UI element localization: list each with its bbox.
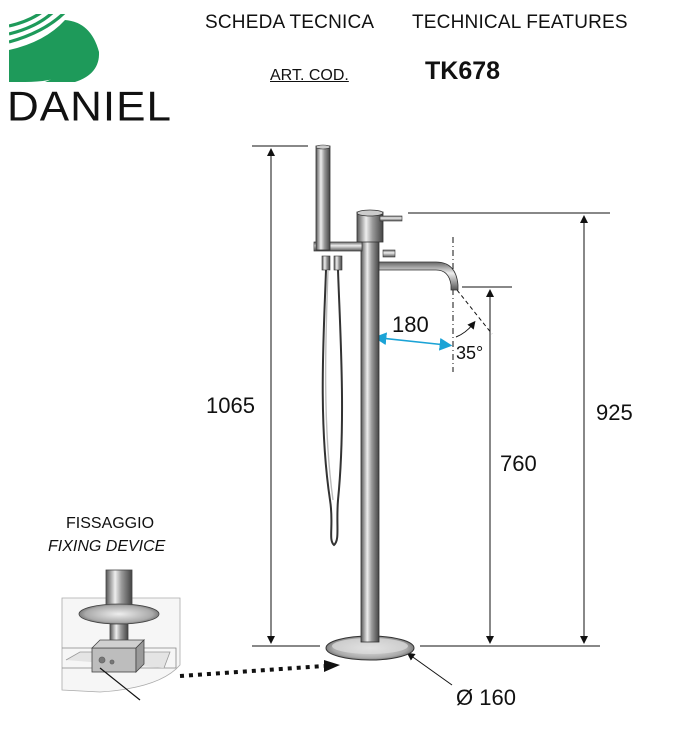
shower-hose (321, 269, 344, 547)
title-italian: SCHEDA TECNICA (205, 12, 375, 33)
title-english: TECHNICAL FEATURES (412, 12, 628, 33)
dim-spout-height: 925 (596, 400, 633, 425)
article-code: TK678 (425, 57, 501, 85)
dim-base-diameter: Ø 160 (456, 685, 516, 710)
fixing-pointer-arrow (179, 664, 325, 678)
spout (378, 261, 459, 291)
mixer-lever (379, 215, 403, 222)
dim-spout-angle: 35° (456, 343, 484, 363)
fixing-device-illustration (61, 569, 181, 701)
main-column (360, 231, 380, 643)
reach-dimension-line (373, 332, 453, 351)
hand-shower (315, 145, 331, 251)
dim-total-height: 1065 (206, 393, 255, 418)
fixing-label-english: FIXING DEVICE (48, 538, 166, 555)
dim-outlet-height: 760 (500, 451, 537, 476)
brand-name: DANIEL (7, 83, 172, 130)
brand-logo: DANIEL (5, 12, 195, 130)
article-code-label: ART. COD. (270, 67, 349, 84)
fixing-label-italian: FISSAGGIO (66, 515, 155, 532)
daniel-logo-icon (9, 14, 100, 82)
dimension-lines (252, 145, 610, 686)
dim-spout-reach: 180 (392, 312, 429, 337)
